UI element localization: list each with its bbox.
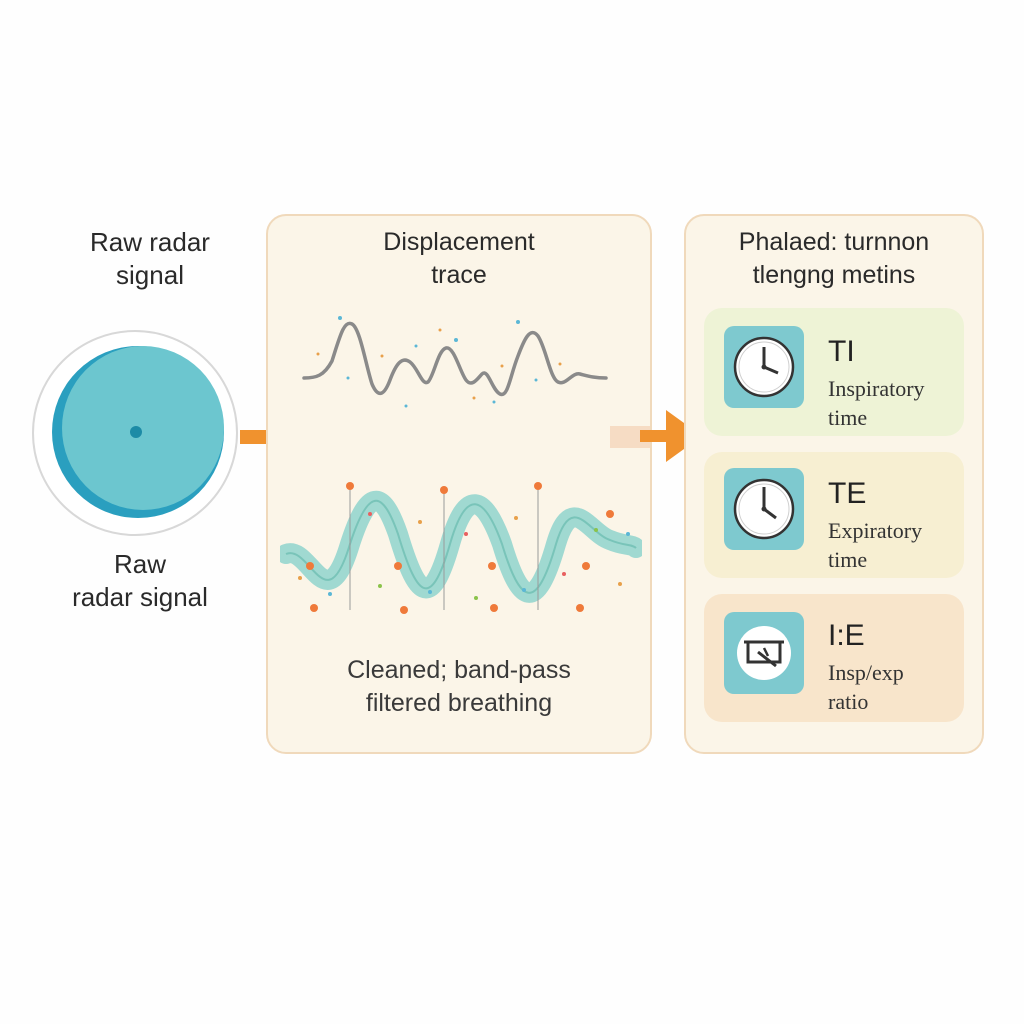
radar-disc — [62, 346, 224, 510]
speckle — [618, 582, 622, 586]
speckle — [492, 400, 496, 404]
clock-pin — [761, 506, 767, 512]
metrics-title: Phalaed: turnnon tlengng metins — [738, 228, 930, 289]
clock-pin — [761, 364, 767, 370]
speckle — [594, 528, 598, 532]
speckle — [500, 364, 504, 368]
speckle — [522, 588, 526, 592]
speckle — [418, 520, 422, 524]
extremum-point — [576, 604, 584, 612]
ratio-icon-tick — [762, 647, 770, 657]
speckle — [562, 572, 566, 576]
metric-desc-ie: Insp/exp ratio — [828, 660, 904, 714]
raw-signal-label: Raw radar signal — [72, 549, 208, 612]
extremum-point — [488, 562, 496, 570]
clock-icon — [724, 468, 804, 550]
clock-rim — [738, 341, 790, 393]
radar-center-dot — [130, 426, 142, 438]
speckle — [516, 320, 520, 324]
speckle — [378, 584, 382, 588]
metric-abbr-ie: I:E — [828, 619, 865, 652]
clock-hand — [763, 365, 779, 375]
extremum-point — [440, 486, 448, 494]
extremum-point — [310, 604, 318, 612]
speckle — [380, 354, 384, 358]
filtered-breathing-wave — [280, 482, 642, 614]
extremum-point — [534, 482, 542, 490]
displacement-title: Displacement trace — [383, 228, 535, 289]
speckle — [558, 362, 562, 366]
speckle — [328, 592, 332, 596]
speckle — [414, 344, 418, 348]
speckle — [338, 316, 342, 320]
displacement-panel — [266, 214, 652, 754]
extremum-point — [582, 562, 590, 570]
speckle — [404, 404, 408, 408]
extremum-point — [306, 562, 314, 570]
ratio-icon-slash — [757, 650, 777, 668]
speckle — [368, 512, 372, 516]
extremum-point — [490, 604, 498, 612]
raw-signal-title: Raw radar signal — [90, 227, 210, 290]
raw-displacement-trace — [302, 316, 608, 408]
speckle — [626, 532, 630, 536]
extremum-point — [394, 562, 402, 570]
speckle — [438, 328, 442, 332]
extremum-point — [346, 482, 354, 490]
metric-desc-ti: Inspiratory time — [828, 376, 925, 430]
speckle — [454, 338, 458, 342]
speckle — [514, 516, 518, 520]
speckle — [534, 378, 538, 382]
metric-abbr-ti: TI — [828, 335, 855, 368]
arrow-shaft — [640, 430, 670, 442]
speckle — [298, 576, 302, 580]
speckle — [474, 596, 478, 600]
speckle — [472, 396, 476, 400]
filtered-caption: Cleaned; band-pass filtered breathing — [347, 656, 571, 717]
speckle — [428, 590, 432, 594]
raw-trace-line — [302, 321, 608, 397]
speckle — [346, 376, 350, 380]
peak-markers — [349, 486, 539, 610]
ratio-icon-face — [737, 626, 791, 680]
speckle — [464, 532, 468, 536]
clock-rim — [738, 483, 790, 535]
noise-speckles — [298, 512, 630, 600]
metric-abbr-te: TE — [828, 477, 867, 510]
speckle — [316, 352, 320, 356]
raw-trace-speckles — [316, 316, 562, 408]
extremum-point — [606, 510, 614, 518]
clock-icon — [724, 326, 804, 408]
metric-desc-te: Expiratory time — [828, 518, 923, 572]
extrema-points — [306, 482, 614, 614]
extremum-point — [400, 606, 408, 614]
ratio-icon — [724, 612, 804, 694]
